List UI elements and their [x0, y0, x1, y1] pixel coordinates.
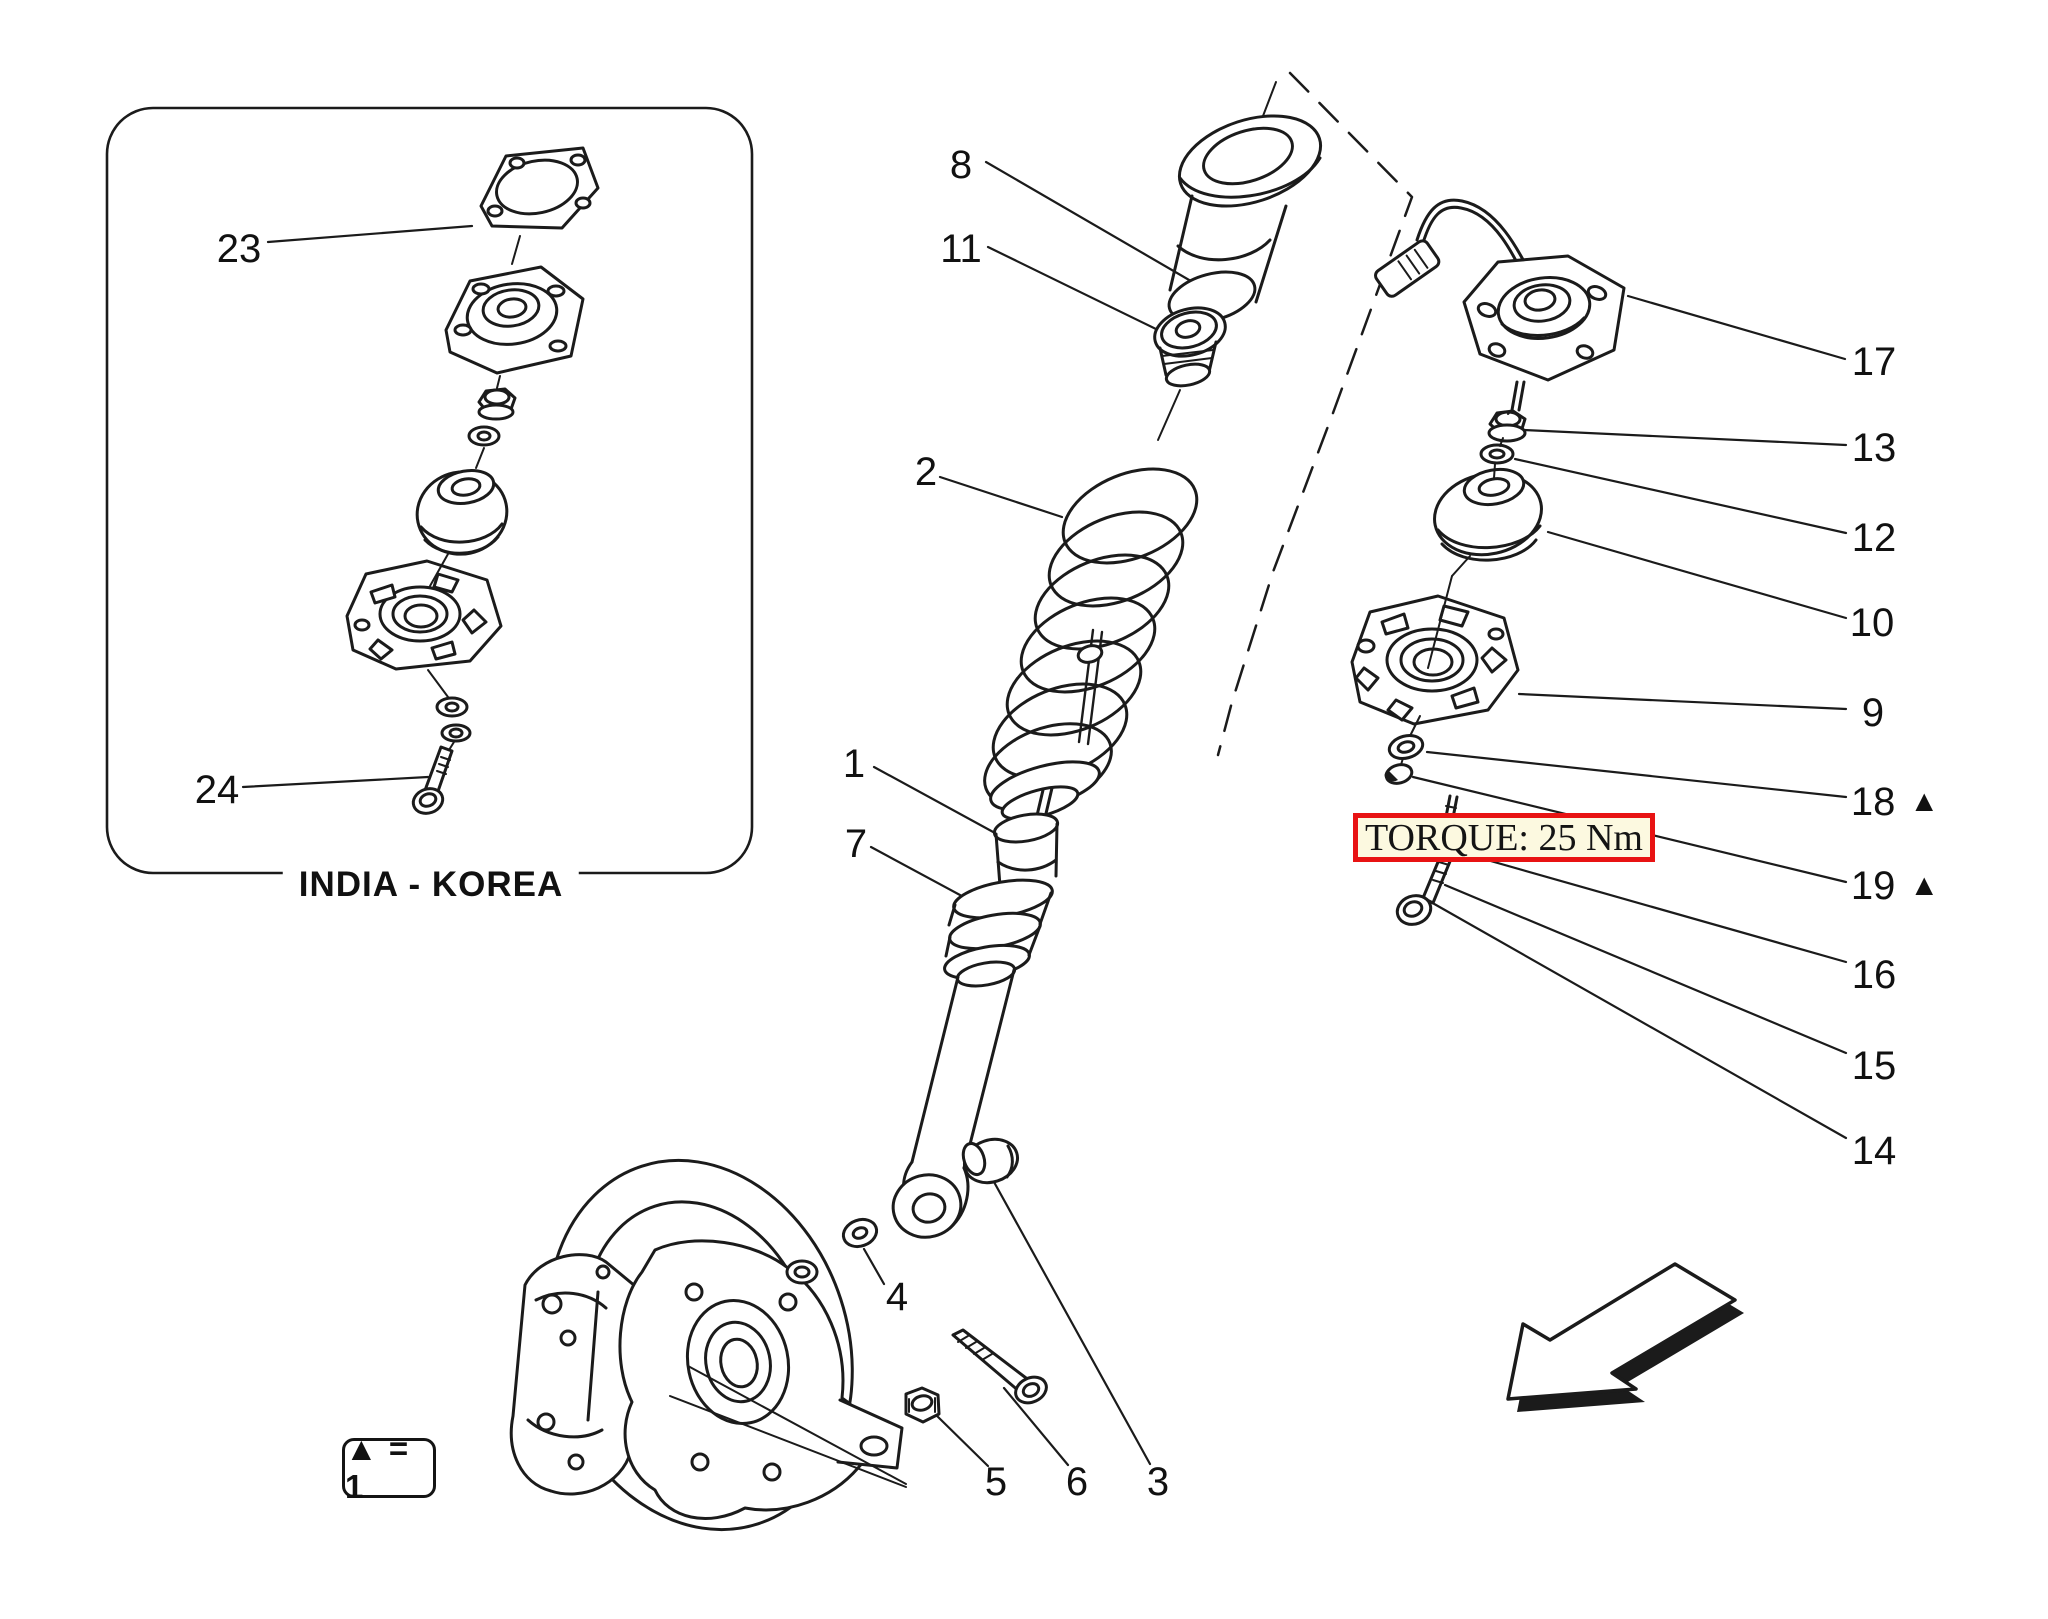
- wheel-knuckle: [618, 1239, 907, 1520]
- part-label-17: 17: [1851, 340, 1897, 384]
- flange-plate-left: [345, 559, 503, 671]
- threaded-plug-11: [1153, 306, 1227, 441]
- leader-lines-center: [862, 160, 1198, 1468]
- part-label-8: 8: [949, 143, 973, 187]
- part-label-14: 14: [1851, 1129, 1897, 1173]
- part-label-4: 4: [885, 1275, 909, 1319]
- damper-tube-lower: [891, 960, 1017, 1239]
- nut-5: [904, 1386, 941, 1424]
- nut-left: [477, 387, 517, 421]
- direction-arrow: [1506, 1262, 1744, 1412]
- bolt-6: [951, 1328, 1048, 1405]
- washer-a-left: [435, 696, 469, 718]
- rubber-bushing-10: [1433, 467, 1543, 562]
- washer-12: [1479, 443, 1515, 465]
- rubber-bushing-left: [415, 469, 509, 556]
- variant-label: INDIA - KOREA: [282, 865, 580, 905]
- part-label-12: 12: [1851, 516, 1897, 560]
- part-label-11: 11: [940, 227, 982, 271]
- triangle-mark-icon: ▲: [1909, 785, 1940, 818]
- leader-lines-right: [1411, 294, 1848, 1140]
- part-label-18: 18 ▲: [1851, 782, 1939, 822]
- gasket-plate-23: [479, 146, 600, 230]
- dashed-divider: [1216, 71, 1414, 757]
- part-label-2: 2: [914, 450, 938, 494]
- electronic-mount-17: [1374, 198, 1626, 412]
- part-label-3: 3: [1146, 1460, 1170, 1504]
- part-number: 18: [1850, 780, 1896, 824]
- legend-box: ▲ = 1: [342, 1430, 436, 1505]
- torque-note: TORQUE: 25 Nm: [1353, 813, 1655, 862]
- part-label-1: 1: [842, 742, 866, 786]
- washer-4: [841, 1217, 879, 1249]
- part-label-9: 9: [1861, 691, 1885, 735]
- part-label-19: 19 ▲: [1851, 866, 1939, 906]
- upper-mount-left: [444, 265, 585, 375]
- flange-plate-9: [1350, 575, 1520, 726]
- part-label-6: 6: [1065, 1460, 1089, 1504]
- part-label-16: 16: [1851, 953, 1897, 997]
- shock-absorber-body-1: [989, 760, 1101, 888]
- eye-bushing-3: [961, 1137, 1019, 1185]
- dust-cup-8: [1167, 81, 1323, 324]
- part-label-23: 23: [216, 227, 262, 271]
- bolt-24: [411, 745, 454, 815]
- nut-13: [1487, 409, 1527, 443]
- triangle-mark-icon: ▲: [1909, 869, 1940, 902]
- washer-b-left: [440, 723, 472, 743]
- washer-left: [467, 425, 501, 447]
- part-label-15: 15: [1851, 1044, 1897, 1088]
- part-number: 19: [1850, 864, 1896, 908]
- axis-lines-right: [1400, 411, 1511, 766]
- part-label-5: 5: [984, 1460, 1008, 1504]
- part-label-7: 7: [844, 822, 868, 866]
- leader-lines-left: [241, 224, 474, 789]
- washer-18: [1387, 733, 1425, 761]
- part-label-24: 24: [194, 768, 240, 812]
- snap-ring-19: [1384, 763, 1414, 785]
- part-label-13: 13: [1851, 426, 1897, 470]
- part-label-10: 10: [1849, 601, 1895, 645]
- axis-lines-left: [427, 235, 521, 751]
- bolt-14: [1395, 848, 1455, 926]
